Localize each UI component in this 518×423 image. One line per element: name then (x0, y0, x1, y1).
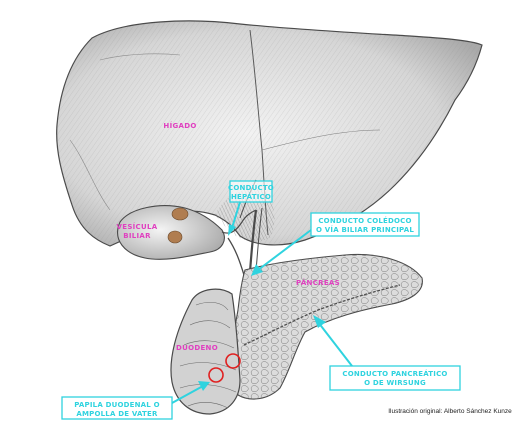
label-liver: HÍGADO (163, 121, 196, 130)
callout-choledochal-line2: O VÍA BILIAR PRINCIPAL (316, 225, 414, 234)
gallbladder-drawing (117, 205, 225, 260)
callout-papilla-line1: PAPILA DUODENAL O (74, 401, 160, 409)
label-gallbladder-line2: BILIAR (123, 232, 151, 240)
callout-hepatic-duct: CONDUCTO HEPÁTICO (228, 180, 274, 236)
callout-pancreatic-line2: O DE WIRSUNG (364, 379, 426, 387)
gland-spot-upper (171, 207, 189, 221)
duodenum-drawing (170, 288, 241, 415)
callout-pancreatic-duct: CONDUCTO PANCREÁTICO O DE WIRSUNG (313, 315, 461, 391)
callout-choledochal-line1: CONDUCTO COLÉDOCO (318, 216, 411, 225)
illustration-credit: Ilustración original: Alberto Sánchez Ku… (388, 408, 512, 415)
label-duodenum: DUODENO (176, 344, 218, 352)
callout-choledochal-duct: CONDUCTO COLÉDOCO O VÍA BILIAR PRINCIPAL (251, 212, 420, 276)
gland-spot-lower (167, 230, 183, 244)
callout-papilla: PAPILA DUODENAL O AMPOLLA DE VATER (61, 381, 210, 420)
callout-papilla-line2: AMPOLLA DE VATER (76, 410, 158, 418)
callout-pancreatic-line1: CONDUCTO PANCREÁTICO (342, 369, 447, 378)
papilla-major-marker (225, 353, 241, 369)
liver-drawing (56, 20, 483, 247)
papilla-minor-marker (208, 367, 224, 383)
label-gallbladder-line1: VESÍCULA (117, 222, 158, 231)
callout-hepatic-duct-line2: HEPÁTICO (231, 192, 271, 201)
label-pancreas: PÁNCREAS (296, 278, 340, 287)
callout-hepatic-duct-line1: CONDUCTO (228, 184, 274, 192)
